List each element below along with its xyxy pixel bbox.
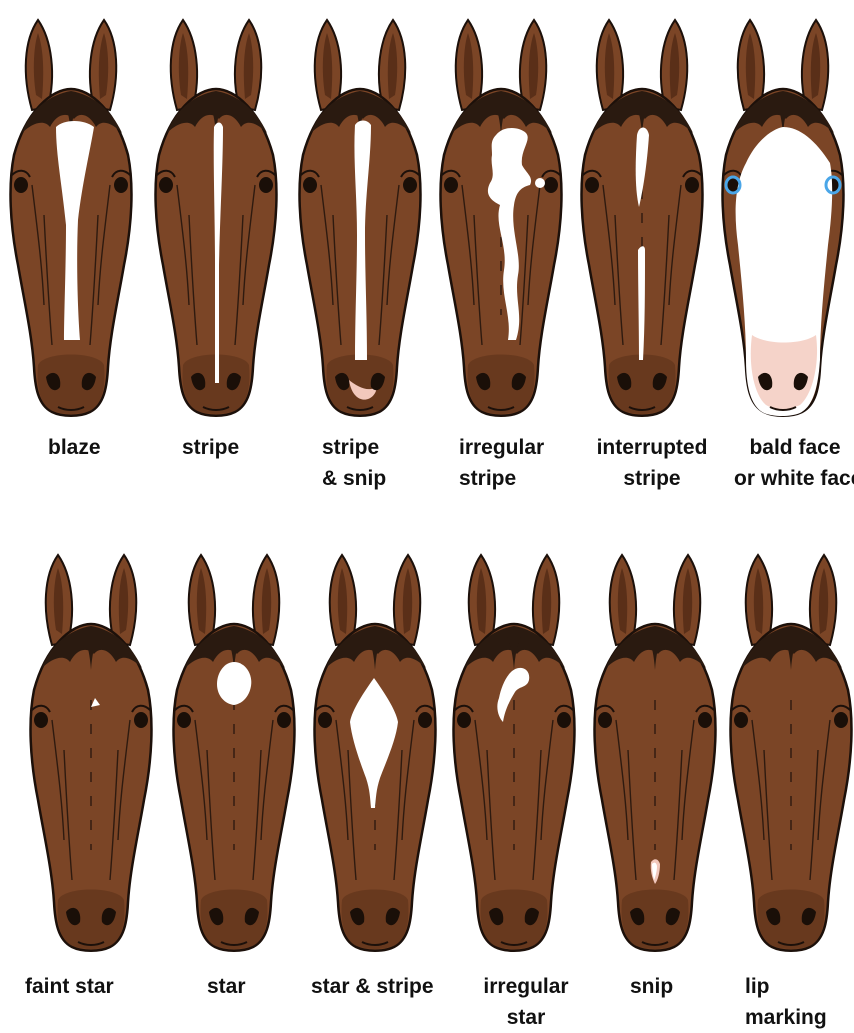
- horse-interrupted-stripe-illustration: [575, 15, 709, 420]
- horse-lip-marking-illustration: [724, 550, 854, 955]
- horse-faint-star-illustration: [24, 550, 158, 955]
- horse-irregular-star-illustration: [447, 550, 581, 955]
- label-interrupted-stripe: interrupted stripe: [586, 432, 718, 494]
- horse-irregular-stripe-illustration: [434, 15, 568, 420]
- label-irregular-stripe: irregular stripe: [459, 432, 544, 494]
- label-stripe-snip: stripe & snip: [322, 432, 386, 494]
- label-bald-face: bald face or white face: [734, 432, 854, 494]
- horse-head-stripe: [149, 15, 283, 420]
- label-star: star: [207, 971, 246, 1002]
- label-snip: snip: [630, 971, 673, 1002]
- label-stripe: stripe: [182, 432, 239, 463]
- horse-head-irregular-stripe: [434, 15, 568, 420]
- horse-blaze-illustration: [4, 15, 138, 420]
- horse-stripe-illustration: [149, 15, 283, 420]
- horse-head-blaze: [4, 15, 138, 420]
- horse-head-faint-star: [24, 550, 158, 955]
- horse-star-illustration: [167, 550, 301, 955]
- horse-head-snip: [588, 550, 722, 955]
- label-irregular-star: irregular star: [470, 971, 582, 1033]
- horse-head-irregular-star: [447, 550, 581, 955]
- horse-head-star: [167, 550, 301, 955]
- horse-head-star-stripe: [308, 550, 442, 955]
- label-lip-marking: lip marking: [745, 971, 827, 1033]
- horse-head-bald-face: [716, 15, 850, 420]
- horse-star-stripe-illustration: [308, 550, 442, 955]
- label-faint-star: faint star: [25, 971, 114, 1002]
- horse-head-stripe-snip: [293, 15, 427, 420]
- horse-bald-face-illustration: [716, 15, 850, 420]
- label-blaze: blaze: [48, 432, 101, 463]
- horse-stripe-snip-illustration: [293, 15, 427, 420]
- horse-snip-illustration: [588, 550, 722, 955]
- horse-head-lip-marking: [724, 550, 854, 955]
- label-star-stripe: star & stripe: [311, 971, 434, 1002]
- horse-head-interrupted-stripe: [575, 15, 709, 420]
